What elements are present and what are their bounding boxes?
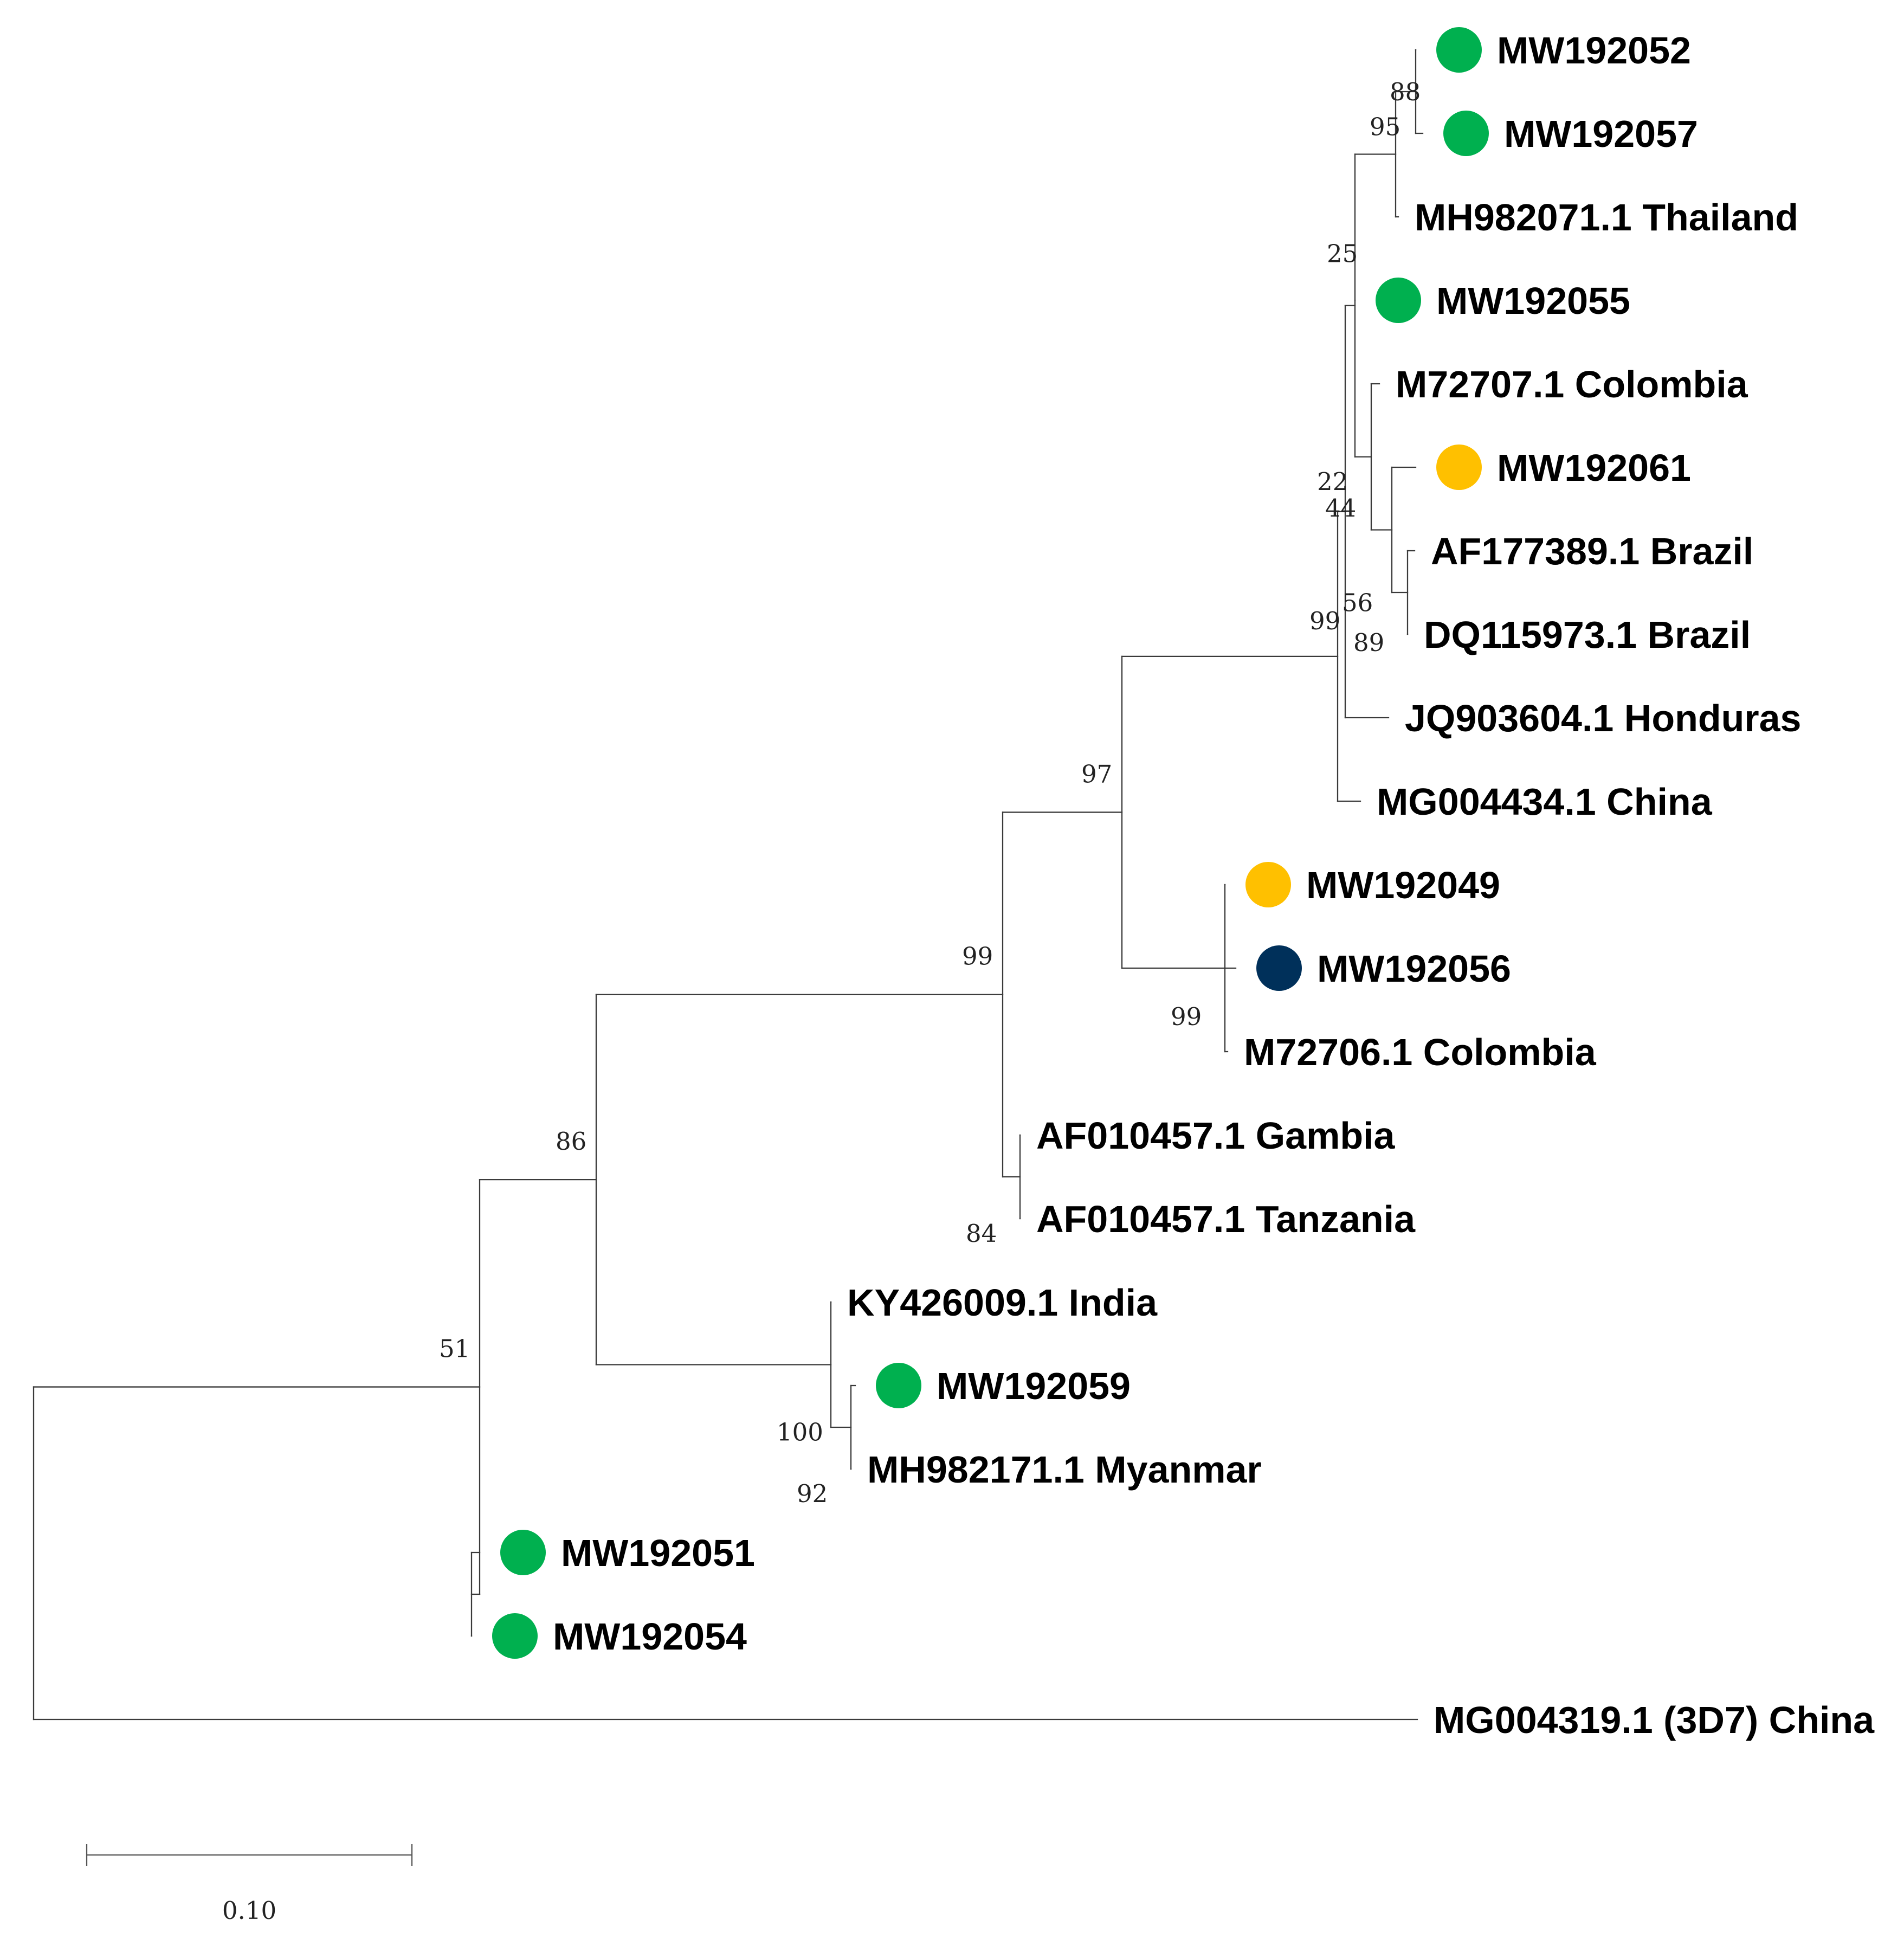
bootstrap-value: 44 xyxy=(1325,494,1356,523)
tip-label: AF177389.1 Brazil xyxy=(1431,530,1753,572)
bootstrap-value: 84 xyxy=(966,1219,997,1248)
tip-label: MH982171.1 Myanmar xyxy=(867,1448,1262,1491)
tip-label: KY426009.1 India xyxy=(847,1281,1158,1324)
tip-label: MW192049 xyxy=(1306,864,1500,906)
tip-marker-green xyxy=(1436,27,1482,73)
bootstrap-value: 100 xyxy=(777,1418,823,1447)
bootstrap-value: 25 xyxy=(1327,240,1358,268)
bootstrap-value: 99 xyxy=(962,942,993,971)
bootstrap-value: 99 xyxy=(1309,607,1340,635)
bootstrap-value: 56 xyxy=(1342,589,1373,617)
bootstrap-value: 92 xyxy=(797,1479,828,1508)
tip-marker-green xyxy=(500,1530,546,1575)
tip-marker-navy xyxy=(1256,945,1302,991)
tip-marker-green xyxy=(876,1363,921,1408)
tip-marker-yellow xyxy=(1245,862,1291,907)
tip-label: MW192061 xyxy=(1497,447,1691,489)
tip-marker-green xyxy=(492,1613,538,1659)
tip-label: MW192055 xyxy=(1436,280,1630,322)
tip-label: MW192051 xyxy=(561,1532,755,1574)
tip-label: MW192052 xyxy=(1497,29,1691,72)
tip-label: DQ115973.1 Brazil xyxy=(1424,614,1751,656)
bootstrap-value: 97 xyxy=(1081,759,1112,788)
tip-label: M72707.1 Colombia xyxy=(1396,363,1748,405)
tip-label: MW192056 xyxy=(1317,948,1511,990)
tip-marker-green xyxy=(1376,278,1421,323)
tip-label: MW192057 xyxy=(1504,113,1698,155)
tip-label: JQ903604.1 Honduras xyxy=(1405,697,1801,739)
bootstrap-value: 51 xyxy=(439,1335,470,1363)
tip-label: MH982071.1 Thailand xyxy=(1415,196,1798,239)
tip-label: AF010457.1 Gambia xyxy=(1036,1114,1396,1157)
bootstrap-value: 86 xyxy=(556,1127,586,1156)
bootstrap-value: 95 xyxy=(1370,113,1400,141)
tip-label: MW192059 xyxy=(937,1365,1131,1407)
bootstrap-value: 22 xyxy=(1317,467,1348,496)
tip-label: MW192054 xyxy=(553,1615,747,1658)
bootstrap-value: 89 xyxy=(1353,628,1384,657)
tip-label: MG004319.1 (3D7) China xyxy=(1434,1699,1875,1741)
tip-label: MG004434.1 China xyxy=(1377,781,1713,823)
scale-bar-label: 0.10 xyxy=(222,1896,276,1925)
scale-bar: 0.10 xyxy=(86,1844,413,1925)
bootstrap-value: 88 xyxy=(1390,78,1421,106)
tip-marker-green xyxy=(1443,111,1489,156)
tip-label: AF010457.1 Tanzania xyxy=(1036,1198,1416,1240)
tip-marker-yellow xyxy=(1436,444,1482,490)
tip-label: M72706.1 Colombia xyxy=(1244,1031,1597,1073)
tip-markers xyxy=(492,27,1489,1659)
tree-branches xyxy=(33,49,1424,1721)
bootstrap-value: 99 xyxy=(1171,1002,1202,1031)
